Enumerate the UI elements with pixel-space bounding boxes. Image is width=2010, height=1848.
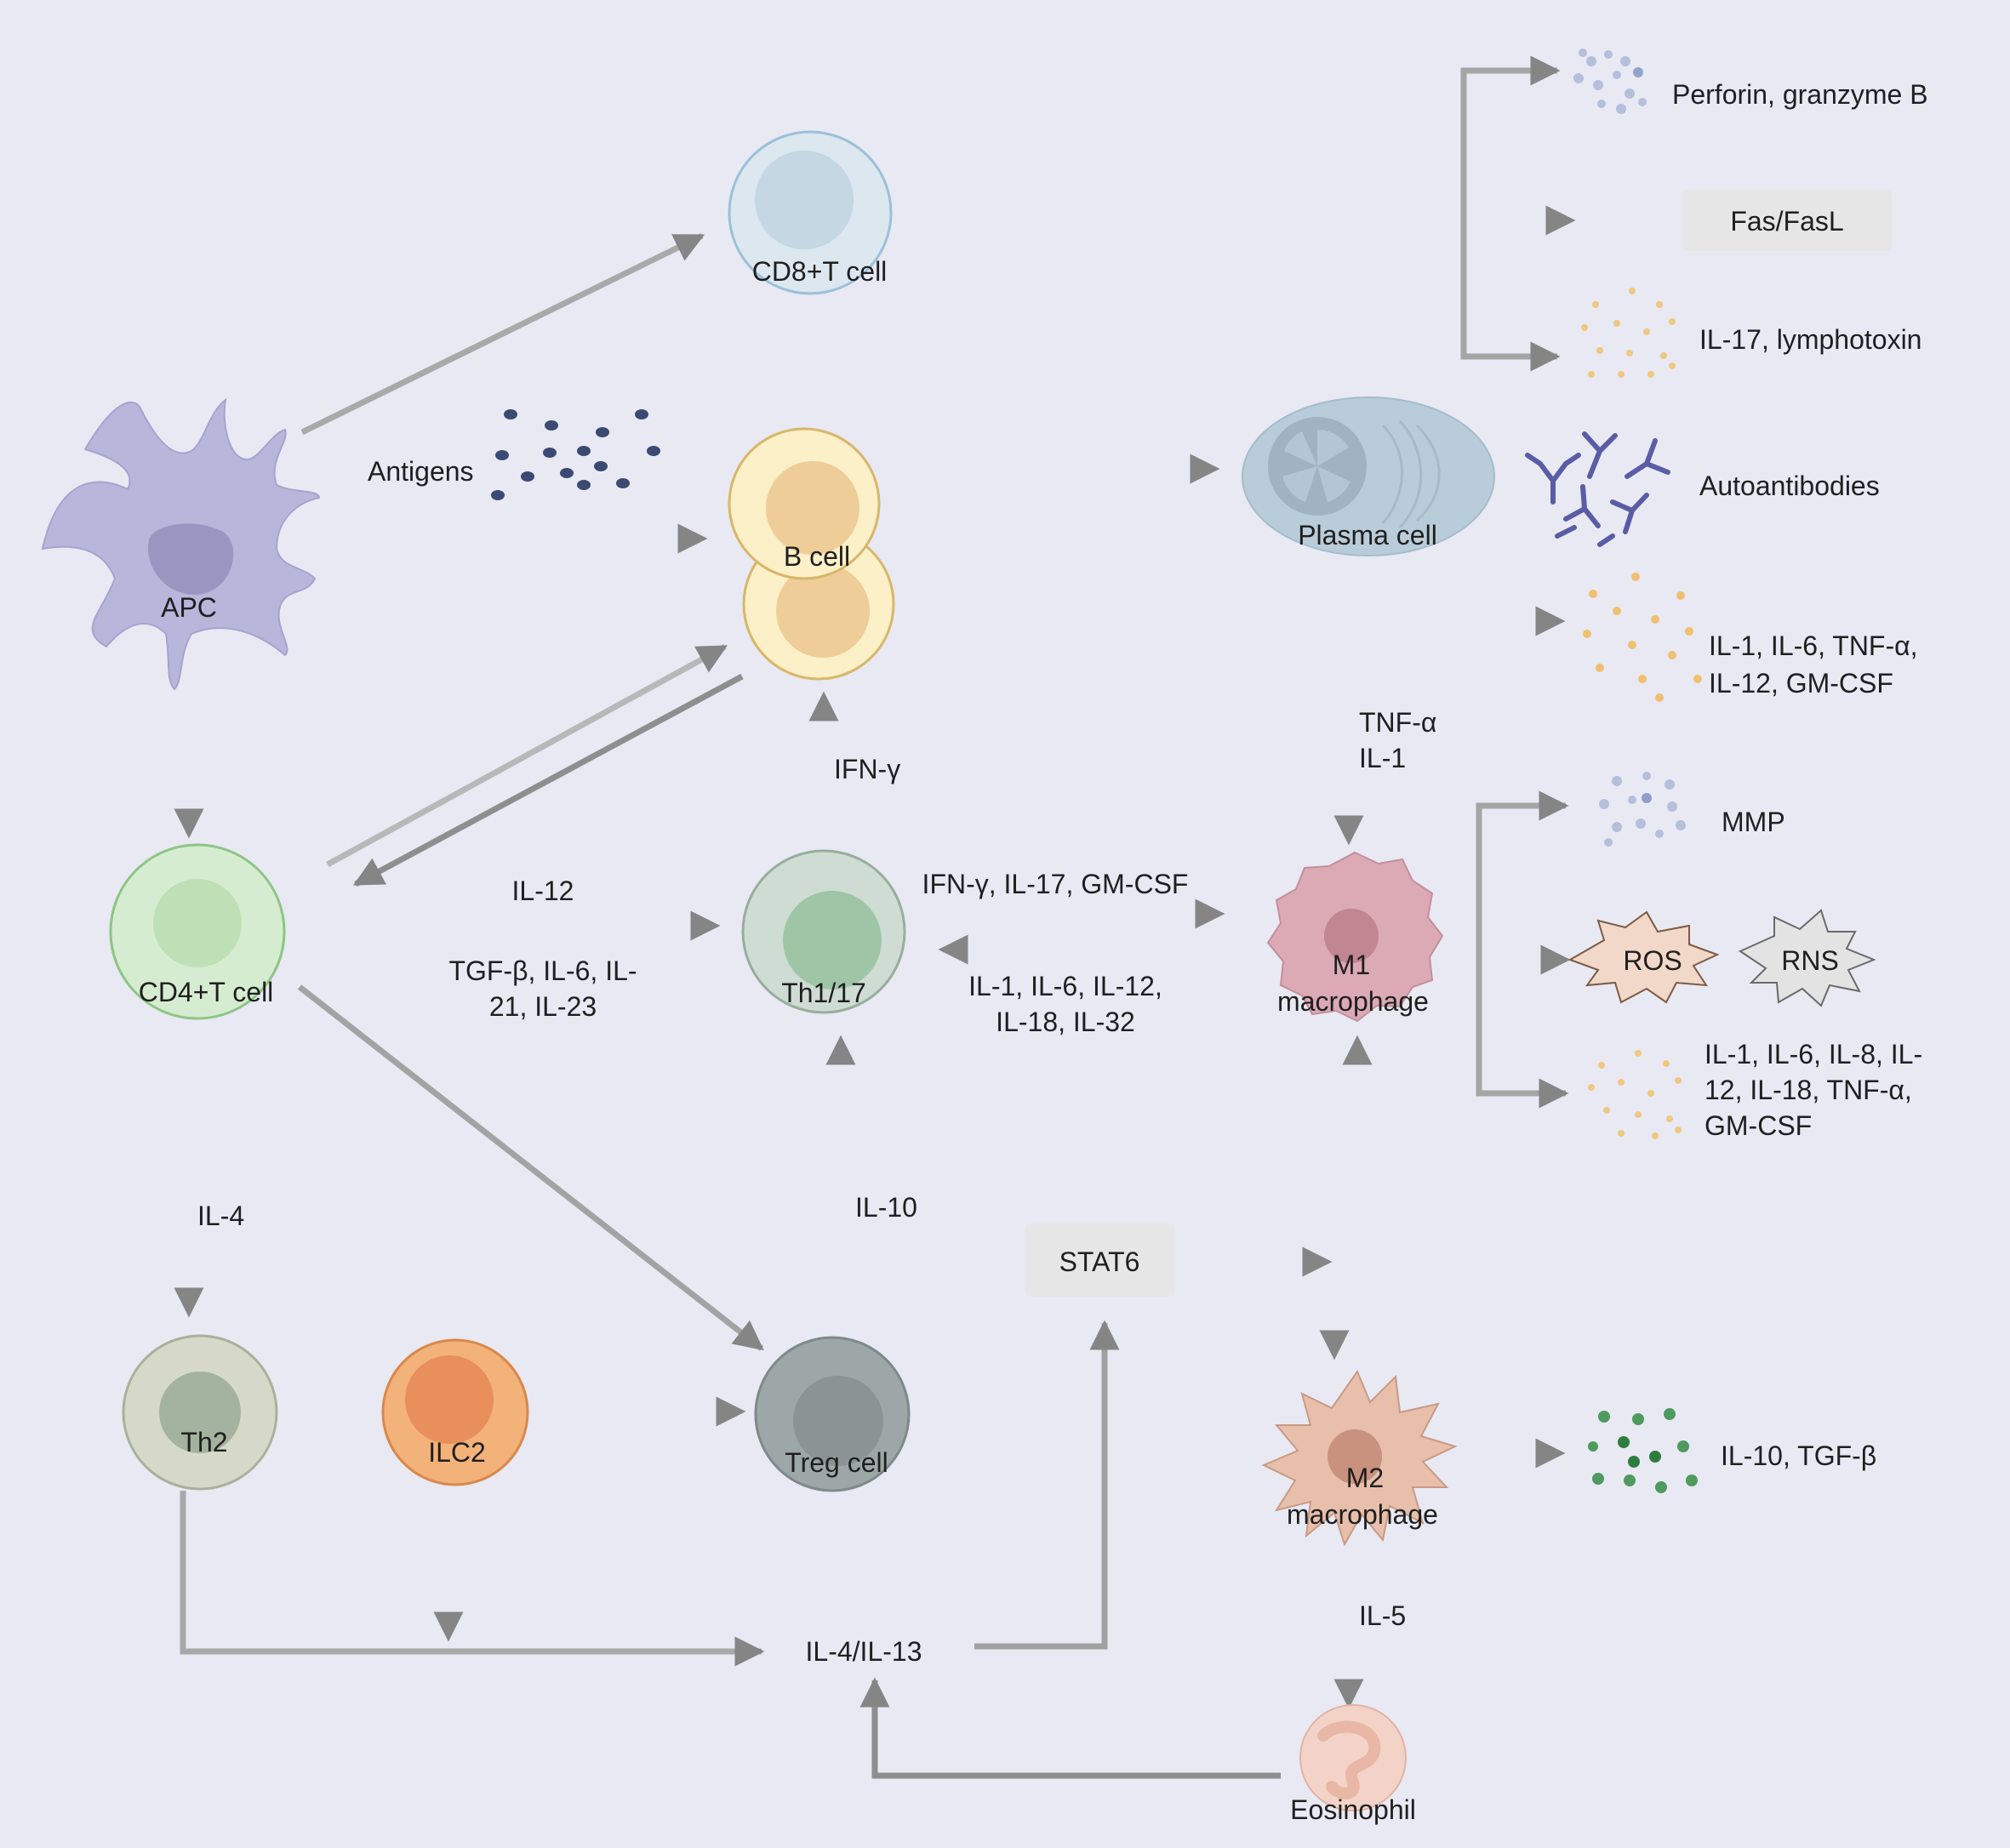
eosinophil-cell: Eosinophil	[1290, 1704, 1416, 1825]
m1-cytokines-line3: GM-CSF	[1705, 1110, 1812, 1141]
arrows	[174, 55, 1576, 1779]
bcell-cytokines-line2: IL-12, GM-CSF	[1709, 668, 1893, 699]
m1-cytokine-particles	[1588, 1050, 1682, 1139]
m1-to-th117-line2: IL-18, IL-32	[996, 1007, 1135, 1037]
ilc2-cell: ILC2	[381, 1338, 529, 1486]
il17-lympho-label: IL-17, lymphotoxin	[1699, 324, 1921, 355]
fas-label: Fas/FasL	[1730, 206, 1843, 237]
ros-label: ROS	[1623, 945, 1682, 976]
th2-label: Th2	[180, 1427, 227, 1457]
arrow-th2-to-il4il13	[180, 1491, 765, 1667]
antigens-label: Antigens	[368, 456, 474, 487]
bcell-cytokine-particles	[1583, 573, 1702, 702]
il5-label: IL-5	[1359, 1600, 1406, 1631]
m1-to-th117-line1: IL-1, IL-6, IL-12,	[968, 971, 1162, 1001]
m2-label-2: macrophage	[1287, 1499, 1438, 1530]
cd8-t-cell: CD8+T cell	[728, 130, 893, 295]
autoantibodies-label: Autoantibodies	[1699, 471, 1880, 501]
cd4-t-cell: CD4+T cell	[109, 843, 286, 1020]
m1-cytokines-line1: IL-1, IL-6, IL-8, IL-	[1705, 1039, 1922, 1069]
arrow-cd4-to-bcell	[326, 643, 728, 868]
arrow-m1-to-cytokines	[1476, 960, 1569, 1109]
b-cell: B cell	[728, 427, 895, 681]
arrow-apc-to-cd8	[300, 232, 705, 436]
autoantibody-icons	[1525, 431, 1670, 547]
arrow-cd4-to-treg	[297, 984, 764, 1351]
fas-box: Fas/FasL	[1682, 190, 1892, 251]
antigen-particles	[491, 409, 660, 500]
tnf-label: TNF-α	[1359, 707, 1436, 738]
eosinophil-label: Eosinophil	[1290, 1794, 1416, 1825]
rns-label: RNS	[1781, 945, 1839, 976]
plasma-label: Plasma cell	[1298, 520, 1437, 550]
m1-cytokines-line2: 12, IL-18, TNF-α,	[1705, 1075, 1912, 1105]
arrow-cd8-to-il17	[1460, 220, 1561, 372]
th117-to-m1-label: IFN-γ, IL-17, GM-CSF	[922, 869, 1189, 899]
il4-label: IL-4	[197, 1201, 244, 1231]
arrow-cd8-to-perforin	[1460, 55, 1561, 220]
tgf-line2: 21, IL-23	[489, 991, 597, 1022]
tgf-line1: TGF-β, IL-6, IL-	[448, 955, 637, 986]
arrow-bcell-to-cd4	[352, 673, 744, 887]
m2-macrophage: M2 macrophage	[1261, 1369, 1458, 1547]
apc-cell: APC	[41, 397, 321, 691]
bcell-label: B cell	[784, 541, 850, 572]
stat6-box: STAT6	[1025, 1223, 1174, 1297]
stat6-label: STAT6	[1059, 1246, 1140, 1277]
arrow-m1-to-mmp	[1476, 790, 1569, 960]
ros-burst: ROS	[1567, 910, 1720, 1004]
il4-il13-label: IL-4/IL-13	[806, 1636, 922, 1667]
m1-label-2: macrophage	[1277, 986, 1429, 1017]
rns-burst: RNS	[1738, 909, 1876, 1007]
apc-nucleus	[148, 523, 234, 595]
arrow-il4il13-to-stat6	[974, 1320, 1120, 1650]
m2-cytokine-particles	[1588, 1408, 1698, 1493]
m1-label-1: M1	[1333, 950, 1370, 980]
il12-label: IL-12	[512, 876, 574, 906]
il17-particles	[1581, 288, 1676, 378]
treg-cell: Treg cell	[754, 1336, 911, 1492]
cd8-label: CD8+T cell	[752, 256, 888, 287]
il1-label: IL-1	[1359, 743, 1406, 773]
il10-tgfb-label: IL-10, TGF-β	[1721, 1440, 1876, 1471]
cd4-label: CD4+T cell	[139, 977, 274, 1007]
plasma-cell: Plasma cell	[1242, 396, 1495, 556]
perforin-particles	[1573, 48, 1647, 114]
th117-cell: Th1/17	[741, 849, 906, 1014]
th2-cell: Th2	[122, 1334, 278, 1491]
m2-label-1: M2	[1346, 1463, 1384, 1493]
apc-label: APC	[161, 592, 217, 623]
arrow-eosinophil-to-il4il13	[859, 1677, 1281, 1779]
il10-label: IL-10	[855, 1192, 917, 1223]
m1-macrophage: M1 macrophage	[1266, 851, 1444, 1023]
mmp-particles	[1599, 772, 1686, 847]
th117-label: Th1/17	[781, 978, 866, 1008]
bcell-cytokines-line1: IL-1, IL-6, TNF-α,	[1709, 630, 1918, 661]
treg-label: Treg cell	[785, 1447, 888, 1478]
ifng-label: IFN-γ	[834, 754, 900, 784]
mmp-label: MMP	[1722, 807, 1785, 837]
perforin-label: Perforin, granzyme B	[1672, 79, 1928, 110]
ilc2-label: ILC2	[428, 1437, 486, 1468]
